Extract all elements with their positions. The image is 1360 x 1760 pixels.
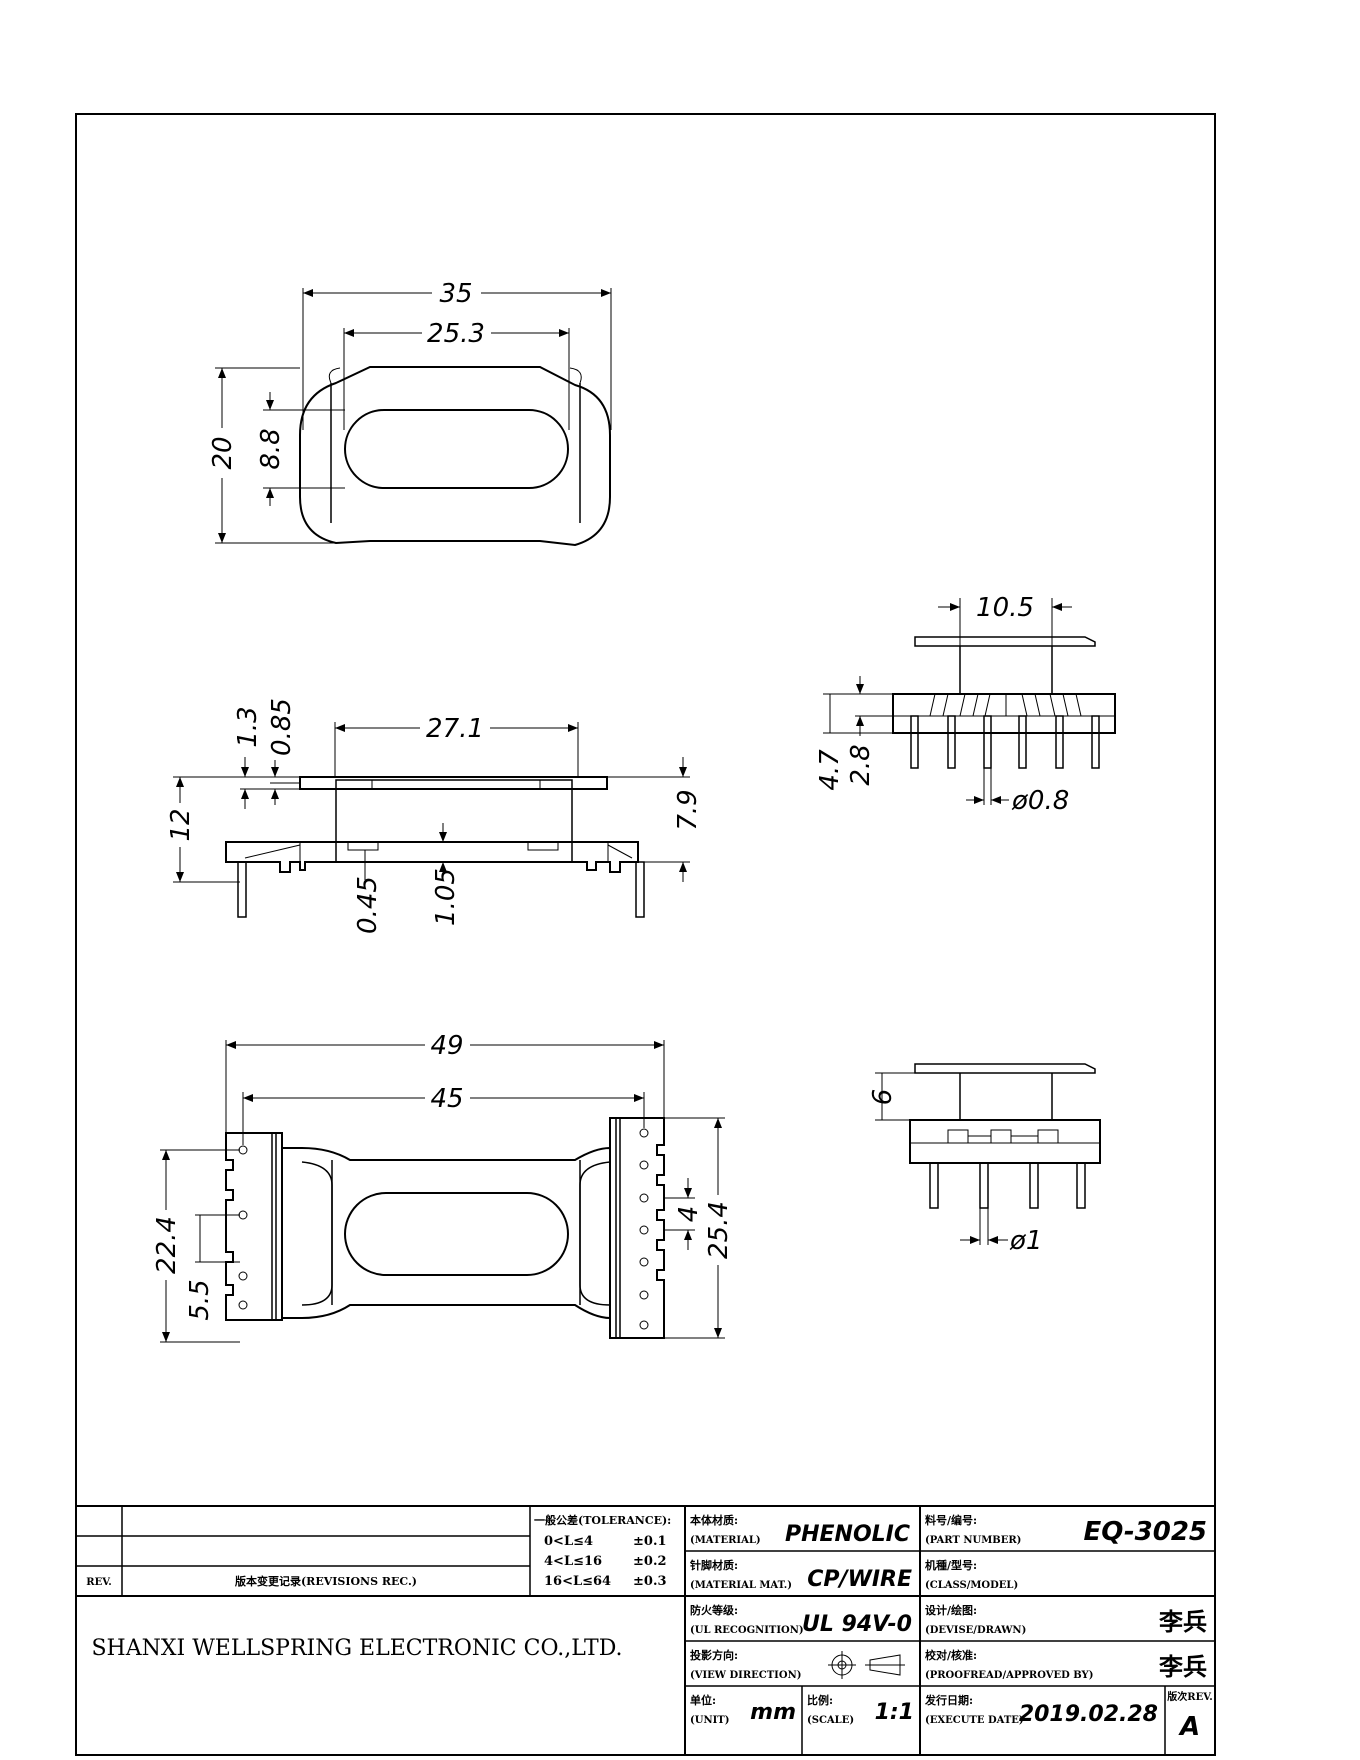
dim-end-10-5: 10.5 bbox=[976, 593, 1034, 623]
company-name: SHANXI WELLSPRING ELECTRONIC CO.,LTD. bbox=[91, 1636, 622, 1661]
dim-bottom-4: 4 bbox=[674, 1206, 704, 1223]
top-view: 35 25.3 20 8.8 bbox=[208, 279, 612, 547]
tolerance-value-1: ±0.1 bbox=[633, 1534, 667, 1549]
drawn-label-cn: 设计/绘图: bbox=[925, 1603, 977, 1617]
end-view-lower: 6 ø1 bbox=[868, 1063, 1101, 1256]
material-label-en: (MATERIAL) bbox=[690, 1535, 761, 1546]
dim-end-2-8: 2.8 bbox=[846, 744, 876, 785]
side-view: 27.1 12 1.3 0.85 7.9 0.45 1.05 bbox=[166, 698, 703, 934]
tolerance-range-3: 16<L≤64 bbox=[544, 1574, 611, 1589]
projection-symbol-icon bbox=[828, 1651, 905, 1679]
pin-material-value: CP/WIRE bbox=[807, 1567, 912, 1592]
dim-bottom-45: 45 bbox=[430, 1084, 463, 1114]
date-label-cn: 发行日期: bbox=[924, 1693, 973, 1707]
unit-value: mm bbox=[750, 1700, 796, 1725]
dim-side-12: 12 bbox=[166, 808, 196, 841]
ul-label-en: (UL RECOGNITION) bbox=[690, 1625, 804, 1636]
dim-end-4-7: 4.7 bbox=[815, 749, 845, 791]
rev-label: REV. bbox=[86, 1577, 111, 1588]
scale-label-en: (SCALE) bbox=[807, 1715, 854, 1726]
tolerance-value-3: ±0.3 bbox=[633, 1574, 667, 1589]
approved-label-cn: 校对/核准: bbox=[925, 1648, 977, 1662]
end-view-upper: 10.5 4.7 2.8 ø0.8 bbox=[815, 593, 1116, 816]
version-value: A bbox=[1178, 1712, 1200, 1742]
view-direction-label-cn: 投影方向: bbox=[690, 1648, 738, 1662]
tolerance-header: 一般公差(TOLERANCE): bbox=[534, 1513, 671, 1527]
pin-material-label-cn: 针脚材质: bbox=[690, 1558, 738, 1572]
ul-label-cn: 防火等级: bbox=[690, 1603, 738, 1617]
drawing-frame bbox=[75, 113, 1216, 1756]
drawn-value: 李兵 bbox=[1159, 1608, 1207, 1636]
dim-end2-pin-dia: ø1 bbox=[1009, 1226, 1042, 1256]
dim-bottom-25-4: 25.4 bbox=[704, 1201, 734, 1259]
dim-end2-6: 6 bbox=[868, 1089, 898, 1106]
tolerance-value-2: ±0.2 bbox=[633, 1554, 667, 1569]
drawn-label-en: (DEVISE/DRAWN) bbox=[925, 1625, 1026, 1636]
dim-side-1-05: 1.05 bbox=[431, 868, 461, 926]
unit-label-cn: 单位: bbox=[690, 1693, 716, 1707]
part-number-value: EQ-3025 bbox=[1084, 1517, 1208, 1547]
unit-label-en: (UNIT) bbox=[690, 1715, 729, 1726]
dim-side-0-85: 0.85 bbox=[267, 698, 297, 756]
class-model-label-en: (CLASS/MODEL) bbox=[925, 1580, 1018, 1591]
scale-label-cn: 比例: bbox=[807, 1693, 833, 1707]
version-label: 版次REV. bbox=[1167, 1690, 1212, 1703]
dim-end-pin-dia: ø0.8 bbox=[1011, 786, 1069, 816]
dim-top-20: 20 bbox=[208, 436, 238, 469]
dim-side-1-3: 1.3 bbox=[233, 706, 263, 747]
class-model-label-cn: 机種/型号: bbox=[925, 1558, 977, 1572]
ul-value: UL 94V-0 bbox=[802, 1612, 912, 1637]
part-number-label-cn: 料号/编号: bbox=[925, 1513, 977, 1527]
dim-side-7-9: 7.9 bbox=[673, 789, 703, 830]
tolerance-range-1: 0<L≤4 bbox=[544, 1534, 593, 1549]
dim-side-27-1: 27.1 bbox=[426, 714, 484, 744]
scale-value: 1:1 bbox=[875, 1700, 914, 1725]
dim-bottom-5-5: 5.5 bbox=[185, 1279, 215, 1320]
date-value: 2019.02.28 bbox=[1019, 1702, 1158, 1727]
dim-bottom-49: 49 bbox=[430, 1031, 463, 1061]
dim-top-35: 35 bbox=[439, 279, 472, 309]
tolerance-range-2: 4<L≤16 bbox=[544, 1554, 602, 1569]
view-direction-label-en: (VIEW DIRECTION) bbox=[690, 1670, 801, 1681]
bottom-view: 49 45 22.4 5.5 25.4 4 bbox=[152, 1031, 734, 1343]
revisions-label: 版本变更记录(REVISIONS REC.) bbox=[235, 1574, 417, 1588]
dim-top-8-8: 8.8 bbox=[256, 428, 286, 469]
approved-value: 李兵 bbox=[1159, 1653, 1207, 1681]
title-block: REV. 版本变更记录(REVISIONS REC.) 一般公差(TOLERAN… bbox=[76, 1505, 1215, 1755]
part-number-label-en: (PART NUMBER) bbox=[925, 1535, 1021, 1546]
dim-side-0-45: 0.45 bbox=[353, 876, 383, 934]
pin-material-label-en: (MATERIAL MAT.) bbox=[690, 1580, 792, 1591]
material-value: PHENOLIC bbox=[785, 1522, 910, 1547]
dim-bottom-22-4: 22.4 bbox=[152, 1216, 182, 1274]
material-label-cn: 本体材质: bbox=[690, 1513, 738, 1527]
approved-label-en: (PROOFREAD/APPROVED BY) bbox=[925, 1670, 1093, 1681]
date-label-en: (EXECUTE DATE) bbox=[925, 1715, 1024, 1726]
dim-top-25-3: 25.3 bbox=[427, 319, 485, 349]
